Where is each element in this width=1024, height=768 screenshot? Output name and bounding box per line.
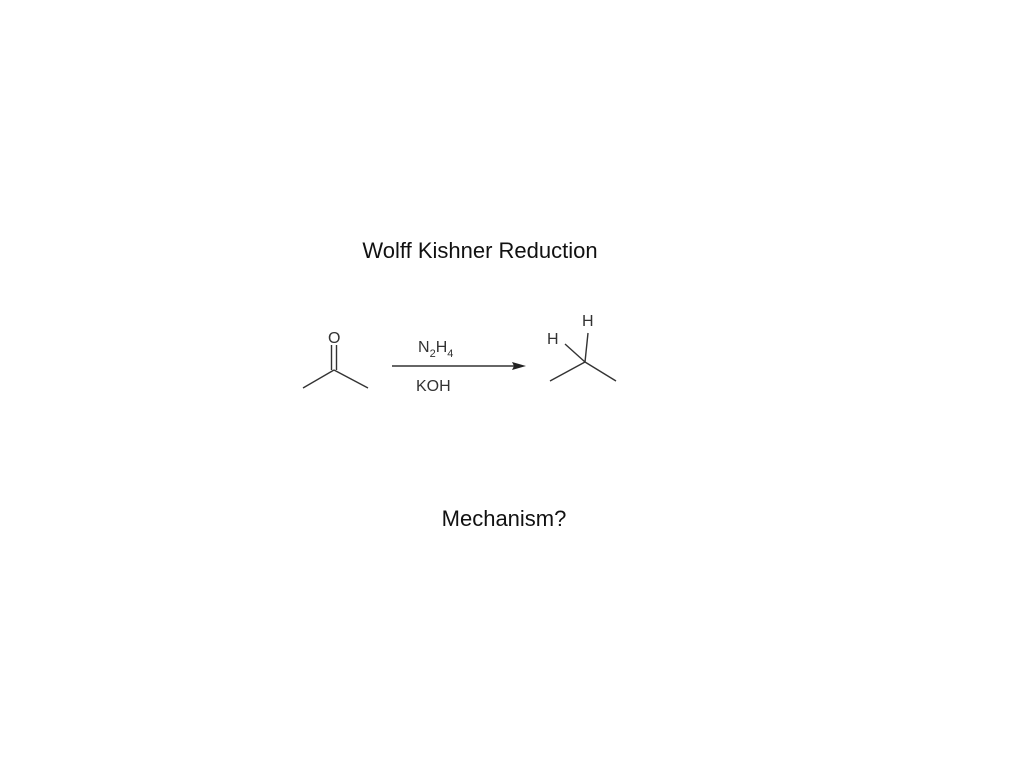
bond-product-left [549, 361, 586, 382]
reagent-element-n: N [418, 339, 430, 356]
reagent-hydrazine: N2H4 [418, 339, 453, 360]
reagent-element-h: H [436, 339, 448, 356]
hydrogen-label-left: H [547, 331, 559, 348]
arrow-head [512, 362, 526, 370]
mechanism-question: Mechanism? [441, 506, 567, 531]
product-propane: H H [547, 313, 617, 382]
reagent-subscript-4: 4 [447, 348, 453, 360]
reaction-arrow [392, 362, 526, 370]
bond-methyl-right [333, 369, 369, 389]
reactant-acetone: O [302, 330, 369, 389]
bond-h-top [584, 332, 589, 363]
bond-h-left [564, 343, 586, 363]
reagent-koh: KOH [416, 378, 451, 395]
slide-title: Wolff Kishner Reduction [362, 238, 598, 263]
hydrogen-label-top: H [582, 313, 594, 330]
bond-methyl-left [302, 369, 335, 389]
bond-product-right [584, 361, 617, 382]
oxygen-atom-label: O [328, 330, 340, 347]
reagent-subscript-2: 2 [430, 348, 436, 360]
